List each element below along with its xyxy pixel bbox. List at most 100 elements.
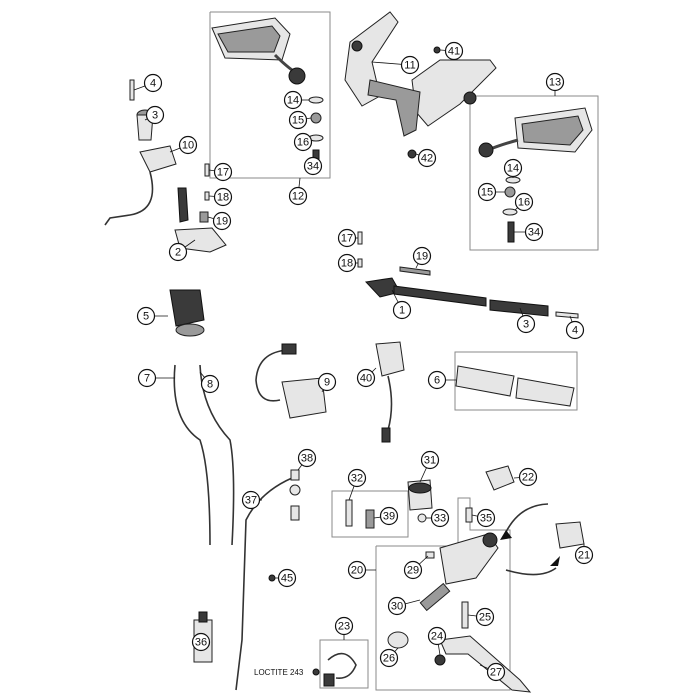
callout-circle	[475, 607, 495, 627]
callout-7: 7	[137, 368, 157, 388]
loctite-label: LOCTITE 243	[254, 668, 304, 677]
callout-circle	[191, 632, 211, 652]
callout-circle	[476, 508, 496, 528]
sleeve-39	[365, 509, 375, 529]
callout-number: 14	[507, 163, 519, 175]
callout-number: 5	[143, 311, 149, 323]
callout-circle	[297, 448, 317, 468]
callout-29: 29	[403, 560, 423, 580]
callout-16: 16	[293, 132, 313, 152]
callout-circle	[213, 187, 233, 207]
callout-circle	[524, 222, 544, 242]
callout-number: 7	[144, 373, 150, 385]
callout-circle	[412, 246, 432, 266]
callout-circle	[212, 211, 232, 231]
callout-number: 45	[281, 573, 293, 585]
callout-circle	[283, 90, 303, 110]
callout-number: 12	[292, 191, 304, 203]
callout-14: 14	[503, 158, 523, 178]
callout-number: 2	[175, 247, 181, 259]
callout-circle	[400, 55, 420, 75]
brake-reservoir	[407, 479, 433, 523]
callout-circle	[420, 450, 440, 470]
bolt-35	[465, 507, 473, 523]
callout-circle	[288, 186, 308, 206]
callout-number: 40	[360, 373, 372, 385]
callout-circle	[518, 467, 538, 487]
callout-circle	[168, 242, 188, 262]
master-cylinder	[387, 507, 499, 649]
mirror-left-washer-14	[308, 96, 324, 104]
mirror-right-nut-15	[504, 186, 516, 198]
callout-circle	[145, 105, 165, 125]
callout-number: 38	[301, 453, 313, 465]
callout-circle	[516, 314, 536, 334]
callout-17: 17	[213, 162, 233, 182]
nut-24	[434, 654, 446, 666]
callout-circle	[293, 132, 313, 152]
switch-housing-10	[139, 145, 177, 173]
callout-40: 40	[356, 368, 376, 388]
callout-number: 39	[383, 511, 395, 523]
banjo-bolt-38	[290, 469, 300, 481]
callout-circle	[136, 306, 156, 326]
group-box-32-39	[331, 490, 409, 538]
handlebar	[357, 231, 579, 319]
rotation-arrow-upper	[505, 503, 549, 533]
switch-9-cable	[255, 349, 289, 402]
callout-number: 32	[351, 473, 363, 485]
callout-number: 13	[549, 77, 561, 89]
callout-number: 1	[399, 305, 405, 317]
callout-15: 15	[477, 182, 497, 202]
throttle-tube	[177, 187, 189, 223]
screw-18-right	[357, 258, 363, 268]
callout-15: 15	[288, 110, 308, 130]
callout-38: 38	[297, 448, 317, 468]
callout-circle	[303, 156, 323, 176]
callout-39: 39	[379, 506, 399, 526]
cable-8	[199, 364, 235, 546]
callout-number: 29	[407, 565, 419, 577]
callout-number: 19	[416, 251, 428, 263]
callout-number: 3	[523, 319, 529, 331]
callout-circle	[444, 41, 464, 61]
callout-6: 6	[427, 370, 447, 390]
callout-number: 4	[572, 325, 578, 337]
callout-number: 34	[528, 227, 540, 239]
callout-number: 17	[217, 167, 229, 179]
callout-2: 2	[168, 242, 188, 262]
mirror-right-washer-16	[502, 208, 518, 216]
callout-18: 18	[337, 253, 357, 273]
clamp-21	[555, 521, 585, 549]
callout-8: 8	[200, 374, 220, 394]
callout-circle	[427, 370, 447, 390]
pivot-kit	[345, 499, 375, 529]
pivot-bolt-25	[461, 601, 469, 629]
callout-3: 3	[516, 314, 536, 334]
master-piston-30	[419, 582, 451, 612]
callout-number: 11	[404, 60, 415, 72]
grip-5-end	[175, 323, 205, 337]
rotation-arrow-lower	[505, 567, 557, 576]
callout-circle	[486, 662, 506, 682]
callout-number: 36	[195, 637, 207, 649]
mirror-right-glass	[521, 115, 584, 146]
callout-circle	[200, 374, 220, 394]
callout-11: 11	[400, 55, 420, 75]
callout-36: 36	[191, 632, 211, 652]
callout-circle	[337, 228, 357, 248]
switch-40-plug	[381, 427, 391, 443]
cable-23-plug	[323, 673, 335, 687]
callout-circle	[503, 158, 523, 178]
callout-14: 14	[283, 90, 303, 110]
grip-6-left	[455, 365, 515, 397]
mirror-bracket	[344, 11, 497, 159]
callout-circle	[277, 568, 297, 588]
callout-20: 20	[347, 560, 367, 580]
misc-parts: LOCTITE 243	[193, 611, 357, 687]
callout-number: 23	[338, 621, 350, 633]
callout-number: 41	[448, 46, 460, 58]
callout-1: 1	[392, 300, 412, 320]
